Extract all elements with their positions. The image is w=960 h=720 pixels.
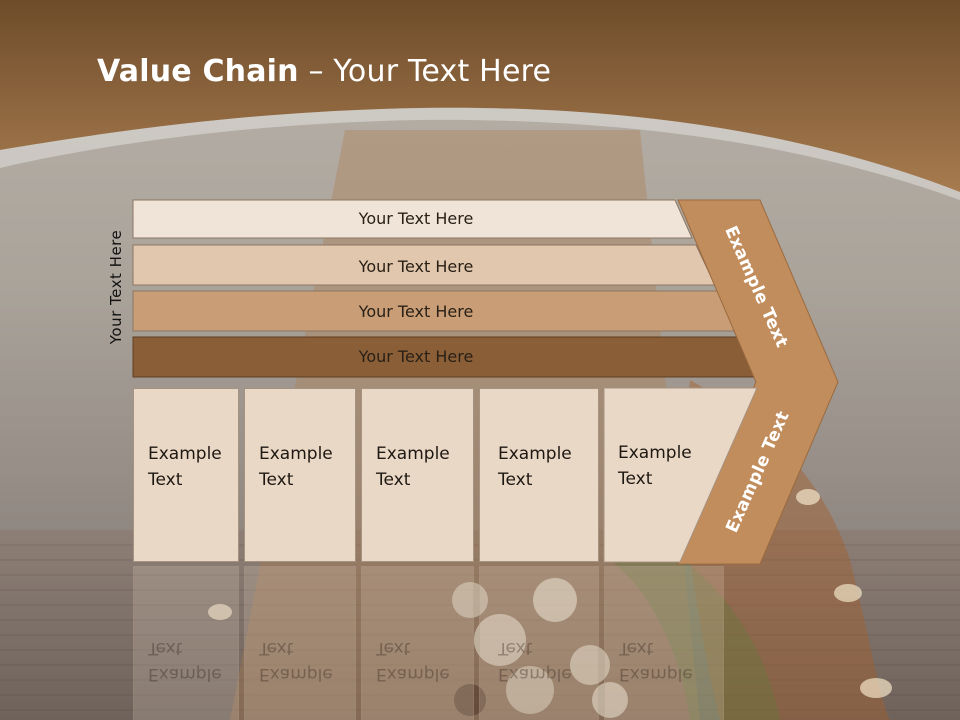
box-5-line-2: Text: [618, 469, 653, 489]
slide-title-bold: Value Chain: [97, 54, 299, 89]
box-1-line-2: Text: [148, 470, 183, 490]
slide-title: Value Chain – Your Text Here: [97, 54, 551, 89]
candles: [208, 489, 892, 698]
box-3-line-2: Text: [376, 470, 411, 490]
box-2-line-1: Example: [259, 444, 333, 464]
band-1-shape[interactable]: [132, 199, 693, 239]
green-cloth: [610, 520, 780, 720]
header-band: [0, 0, 960, 192]
band-4-label: Your Text Here: [358, 347, 474, 366]
header-highlight: [0, 107, 960, 200]
box-1-line-1: Example: [148, 444, 222, 464]
box-3-line-1: Example: [376, 444, 450, 464]
slide-title-rest: – Your Text Here: [298, 54, 552, 89]
band-3-label: Your Text Here: [358, 302, 474, 321]
band-1-label: Your Text Here: [358, 209, 474, 228]
box-2-line-2: Text: [259, 470, 294, 490]
box-5-shape[interactable]: [603, 387, 758, 563]
band-2-label: Your Text Here: [358, 257, 474, 276]
flower-arrangement: [452, 578, 628, 718]
box-5-line-1: Example: [618, 443, 692, 463]
box-4-line-1: Example: [498, 444, 572, 464]
box-4-line-2: Text: [498, 470, 533, 490]
